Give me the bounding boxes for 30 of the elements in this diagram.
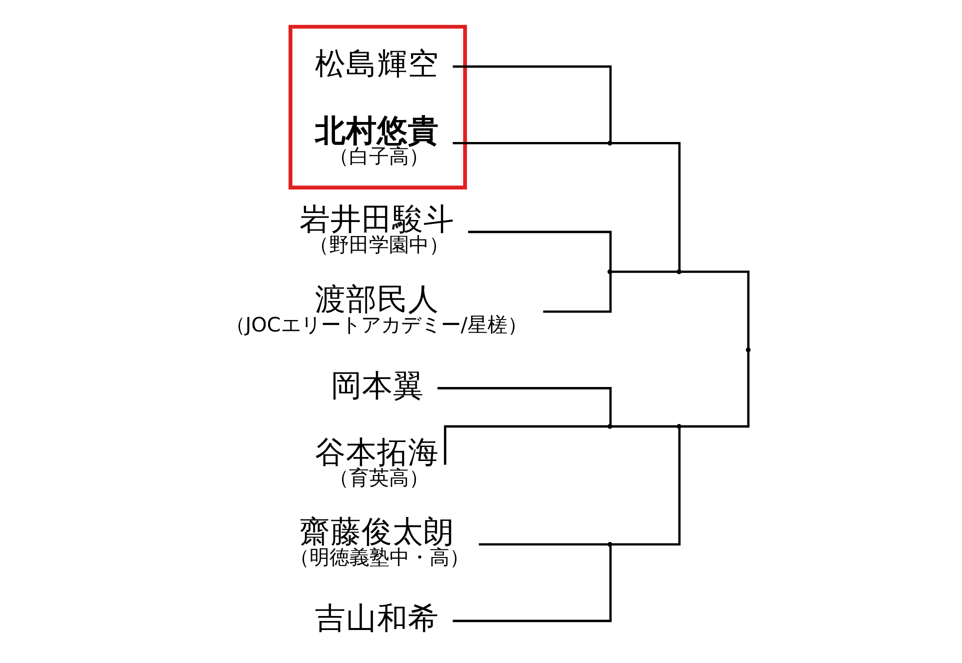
connector (436, 387, 612, 425)
connector (680, 270, 749, 348)
node-point (745, 347, 750, 352)
node-text: 岩井田駿斗 （野田学園中） (299, 202, 454, 257)
connector (452, 546, 612, 622)
connector (468, 230, 612, 270)
node-point (606, 424, 612, 429)
connector (611, 428, 680, 546)
connector (611, 425, 677, 428)
connector (478, 543, 608, 546)
connector (452, 65, 612, 142)
connector (452, 142, 608, 144)
cluster (288, 24, 466, 190)
node-text: 北村悠貴 （白子高） (314, 114, 438, 168)
node-text: 松島輝空 (314, 47, 438, 82)
node-point (676, 269, 681, 274)
connector (443, 425, 608, 465)
node-point (606, 269, 612, 274)
node-point (606, 140, 612, 146)
node-text: 谷本拓海 （育英高） (314, 435, 438, 490)
node-text: 岡本翼 (330, 368, 424, 404)
node-point (606, 542, 612, 547)
node-text: 吉山和希 (314, 602, 438, 637)
connector (611, 142, 680, 270)
node-point (676, 424, 681, 429)
node-text: 渡部民人 （JOCエリートアカデミー/星槎） (224, 282, 528, 336)
connector (542, 274, 612, 313)
connector (680, 352, 749, 428)
connector (611, 270, 677, 273)
node-text: 齋藤俊太朗 （明徳義塾中・高） (289, 515, 470, 570)
